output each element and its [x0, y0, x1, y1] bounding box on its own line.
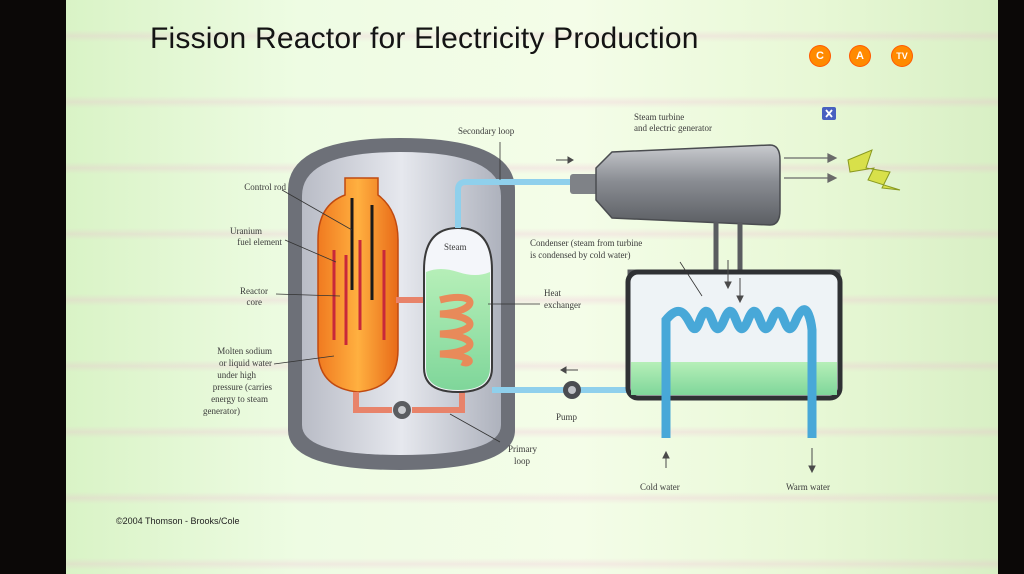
label-condenser-line1: Condenser (steam from turbine	[530, 238, 642, 248]
heat-exchanger-coil	[439, 293, 474, 367]
label-pump: Pump	[556, 412, 578, 422]
reactor-core	[317, 177, 399, 393]
label-molten-line4: pressure (carries	[213, 382, 273, 392]
label-steam: Steam	[444, 242, 467, 252]
lightning-bolt-icon	[847, 149, 901, 191]
control-rods	[350, 198, 374, 300]
copyright-notice: ©2004 Thomson - Brooks/Cole	[116, 516, 240, 526]
label-heat-exchanger-line2: exchanger	[544, 300, 581, 310]
close-icon[interactable]	[822, 107, 836, 120]
label-cold-water: Cold water	[640, 482, 680, 492]
projected-slide	[66, 0, 998, 574]
label-molten-line3: under high	[217, 370, 256, 380]
label-turbine-line2: and electric generator	[634, 123, 712, 133]
label-control-rod: Control rod	[244, 182, 286, 192]
fuel-elements	[332, 240, 386, 345]
label-core-line1: Reactor	[240, 286, 268, 296]
label-core-line2: core	[247, 297, 263, 307]
logo-badge-c: C	[810, 46, 830, 66]
primary-pump	[393, 401, 411, 419]
power-output-arrows	[784, 153, 838, 183]
label-primary-loop-line2: loop	[514, 456, 531, 466]
label-molten-line5: energy to steam	[211, 394, 268, 404]
label-molten-line2: or liquid water	[219, 358, 272, 368]
label-primary-loop-line1: Primary	[508, 444, 537, 454]
logo-badge-tv: TV	[892, 46, 912, 66]
label-molten-line6: generator)	[203, 406, 240, 416]
label-turbine-line1: Steam turbine	[634, 112, 684, 122]
logo-badge-a: A	[850, 46, 870, 66]
label-uranium-line2: fuel element	[237, 237, 282, 247]
label-heat-exchanger-line1: Heat	[544, 288, 561, 298]
secondary-pump	[563, 381, 581, 399]
turbine-inlet	[570, 174, 598, 194]
label-warm-water: Warm water	[786, 482, 830, 492]
label-secondary-loop: Secondary loop	[458, 126, 515, 136]
flow-direction-arrows	[556, 156, 578, 374]
label-condenser-line2: is condensed by cold water)	[530, 250, 630, 260]
condenser-coil	[661, 305, 817, 438]
slide-title: Fission Reactor for Electricity Producti…	[150, 22, 699, 55]
condensing-arrows	[724, 260, 744, 304]
label-molten-line1: Molten sodium	[217, 346, 272, 356]
steam-turbine	[595, 144, 781, 226]
water-flow-arrows	[662, 448, 816, 474]
projector-banding	[66, 0, 998, 574]
label-uranium-line1: Uranium	[230, 226, 262, 236]
leader-lines	[273, 142, 703, 443]
